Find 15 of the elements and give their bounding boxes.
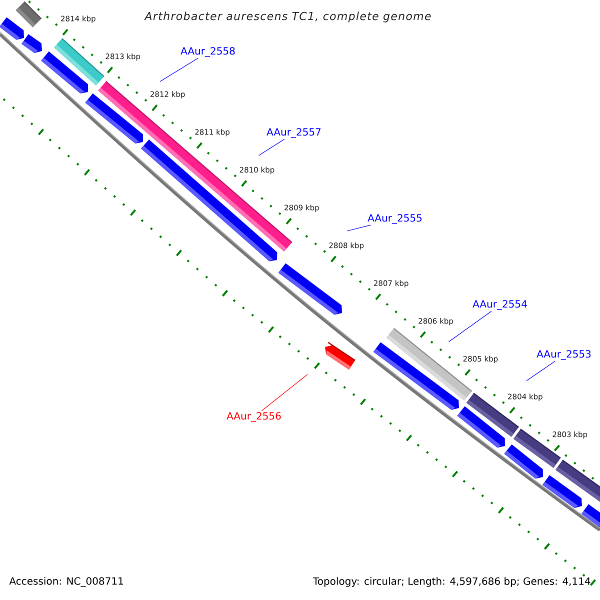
leader-line bbox=[261, 374, 308, 412]
leader-line bbox=[160, 58, 198, 82]
gene-label: AAur_2554 bbox=[472, 300, 527, 310]
gene-label: AAur_2558 bbox=[180, 47, 235, 57]
title: Arthrobacter aurescens TC1, complete genome bbox=[144, 12, 431, 22]
leader-line bbox=[526, 360, 556, 381]
gene-label: AAur_2555 bbox=[368, 214, 422, 224]
leader-line bbox=[448, 310, 492, 342]
leader-line bbox=[258, 138, 285, 156]
accession-text: Accession: NC_008711 bbox=[9, 577, 123, 587]
gene-label: AAur_2557 bbox=[266, 128, 321, 138]
gene-label: AAur_2553 bbox=[536, 350, 591, 360]
genome-info-text: Topology: circular; Length: 4,597,686 bp; Genes: 4,114 bbox=[312, 577, 590, 587]
gene-label: AAur_2556 bbox=[226, 412, 281, 422]
leader-line bbox=[346, 224, 371, 232]
